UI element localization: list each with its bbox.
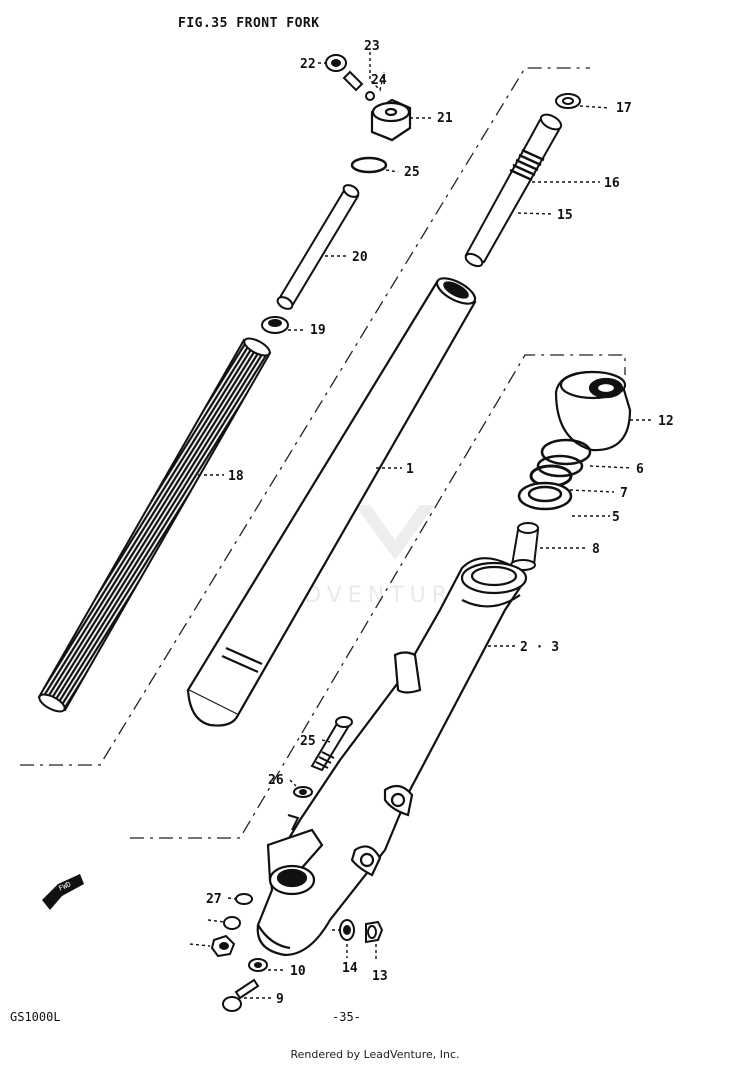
pinch-bolt-assembly — [235, 716, 353, 905]
outer-tube — [256, 557, 528, 957]
callout-1: 1 — [406, 462, 414, 477]
callout-2-3: 2 · 3 — [520, 640, 559, 655]
damper-rod — [464, 93, 581, 268]
callout-25-lower: 27 — [206, 892, 222, 907]
callout-7: 8 — [592, 542, 600, 557]
fork-spring — [37, 337, 272, 713]
dust-seal — [554, 370, 632, 452]
callout-5: 6 — [636, 462, 644, 477]
forward-arrow-icon: FWD — [42, 874, 84, 910]
callout-23: 25 — [404, 165, 420, 180]
guide-lines — [20, 67, 626, 839]
callout-12: 14 — [342, 961, 358, 976]
leader-lines — [189, 52, 654, 999]
callout-15: 17 — [616, 101, 632, 116]
callout-24: 25 — [300, 734, 316, 749]
callout-4: 5 — [612, 510, 620, 525]
callout-25-upper: 26 — [268, 773, 284, 788]
callout-11: 13 — [372, 969, 388, 984]
callout-10: 12 — [658, 414, 674, 429]
callout-labels: 22 23 24 21 25 20 19 18 1 17 16 15 12 6 … — [206, 39, 674, 1007]
drain-bolt-assembly — [222, 958, 268, 1012]
callout-21: 23 — [364, 39, 380, 54]
model-code: GS1000L — [10, 1010, 61, 1024]
callout-13: 15 — [557, 208, 573, 223]
callout-14: 16 — [604, 176, 620, 191]
page-number: -35- — [332, 1010, 361, 1024]
callout-6: 7 — [620, 486, 628, 501]
callout-19: 21 — [437, 111, 453, 126]
figure-title: FIG.35 FRONT FORK — [178, 16, 320, 31]
callout-18: 20 — [352, 250, 368, 265]
callout-17: 19 — [310, 323, 326, 338]
o-ring — [350, 156, 388, 174]
cap-bolt-assembly — [339, 919, 384, 944]
inner-tube — [186, 277, 477, 727]
spacer-tube — [276, 184, 360, 310]
callout-20: 22 — [300, 57, 316, 72]
air-valve-assembly — [325, 54, 375, 101]
render-credit: Rendered by LeadVenture, Inc. — [290, 1048, 460, 1061]
oil-lock-piece — [510, 522, 540, 571]
callout-16: 18 — [228, 469, 244, 484]
callout-8: 9 — [276, 992, 284, 1007]
callout-22: 24 — [371, 73, 387, 88]
axle-nut-assembly — [210, 916, 241, 958]
callout-9: 10 — [290, 964, 306, 979]
seal-rings — [517, 438, 592, 511]
spring-seat — [261, 316, 289, 334]
fork-cap — [370, 98, 412, 142]
